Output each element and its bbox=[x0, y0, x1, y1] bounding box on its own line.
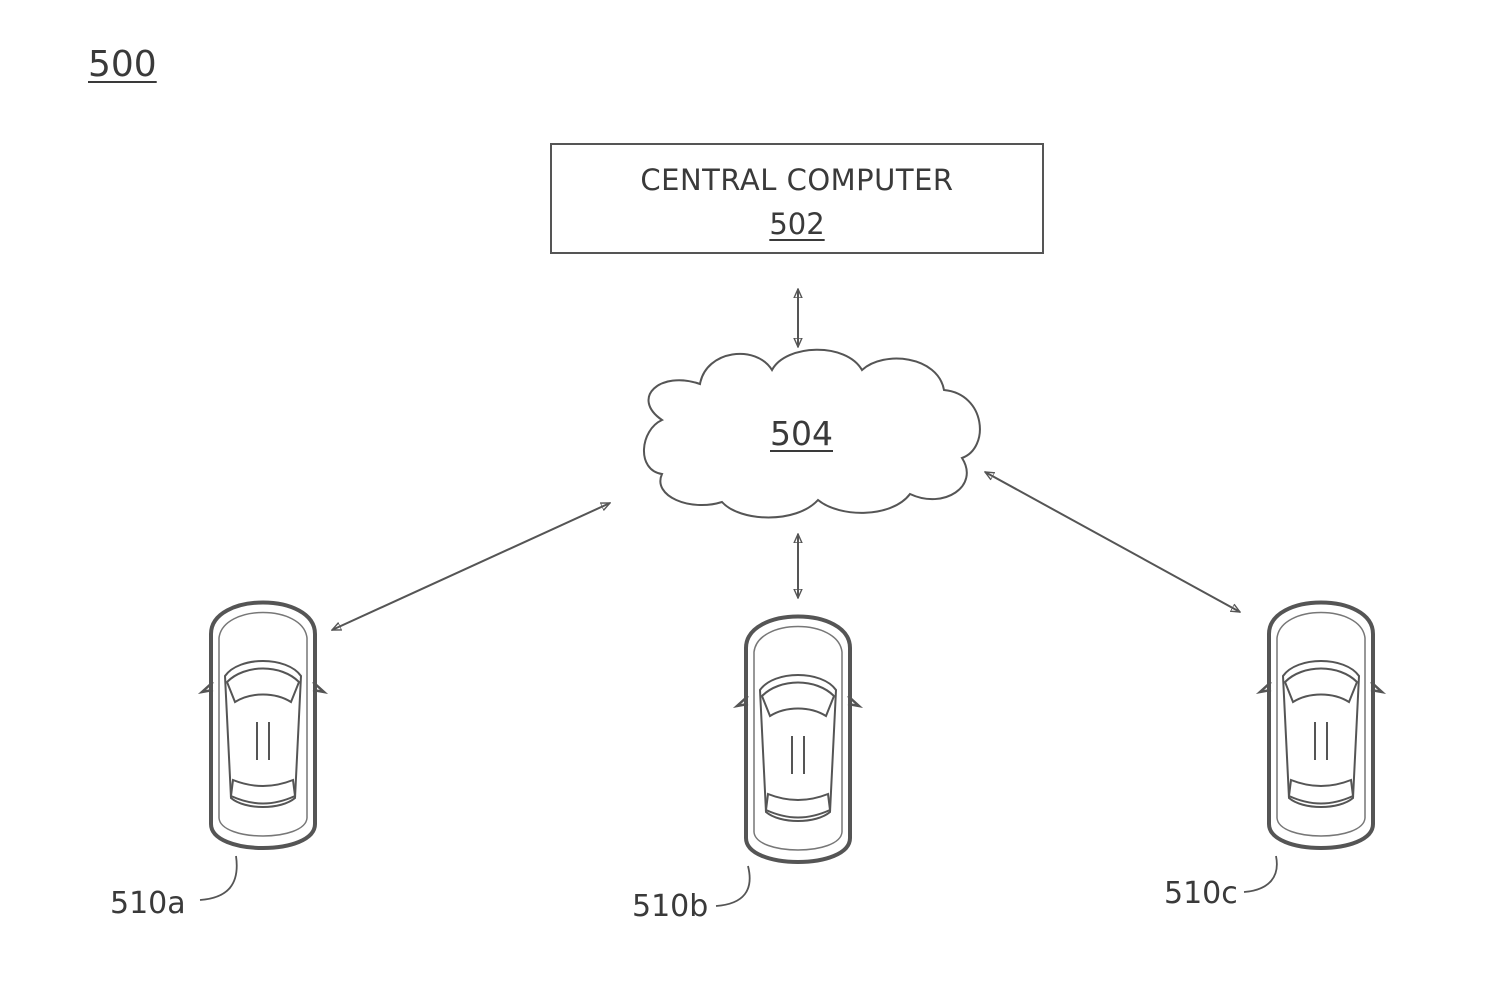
leader-510b bbox=[715, 865, 751, 907]
vehicle-510b-label: 510b bbox=[632, 889, 709, 924]
leader-510c bbox=[1243, 855, 1278, 893]
vehicle-510a-label: 510a bbox=[110, 886, 186, 921]
central-computer-box: CENTRAL COMPUTER 502 bbox=[550, 143, 1044, 254]
vehicle-510a-icon bbox=[200, 600, 326, 850]
central-computer-title: CENTRAL COMPUTER bbox=[640, 163, 954, 197]
arrow-network-510c bbox=[985, 471, 1240, 613]
vehicle-510b-icon bbox=[735, 614, 861, 864]
vehicle-510c-icon bbox=[1258, 600, 1384, 850]
leader-510a bbox=[199, 855, 238, 901]
vehicle-510c-label: 510c bbox=[1164, 876, 1238, 911]
central-computer-ref-text: 502 bbox=[769, 207, 825, 241]
network-ref: 504 bbox=[770, 414, 833, 453]
central-computer-ref: 502 bbox=[552, 207, 1042, 241]
network-cloud bbox=[643, 348, 981, 519]
arrow-network-510a bbox=[332, 502, 610, 631]
figure-number: 500 bbox=[88, 44, 157, 85]
